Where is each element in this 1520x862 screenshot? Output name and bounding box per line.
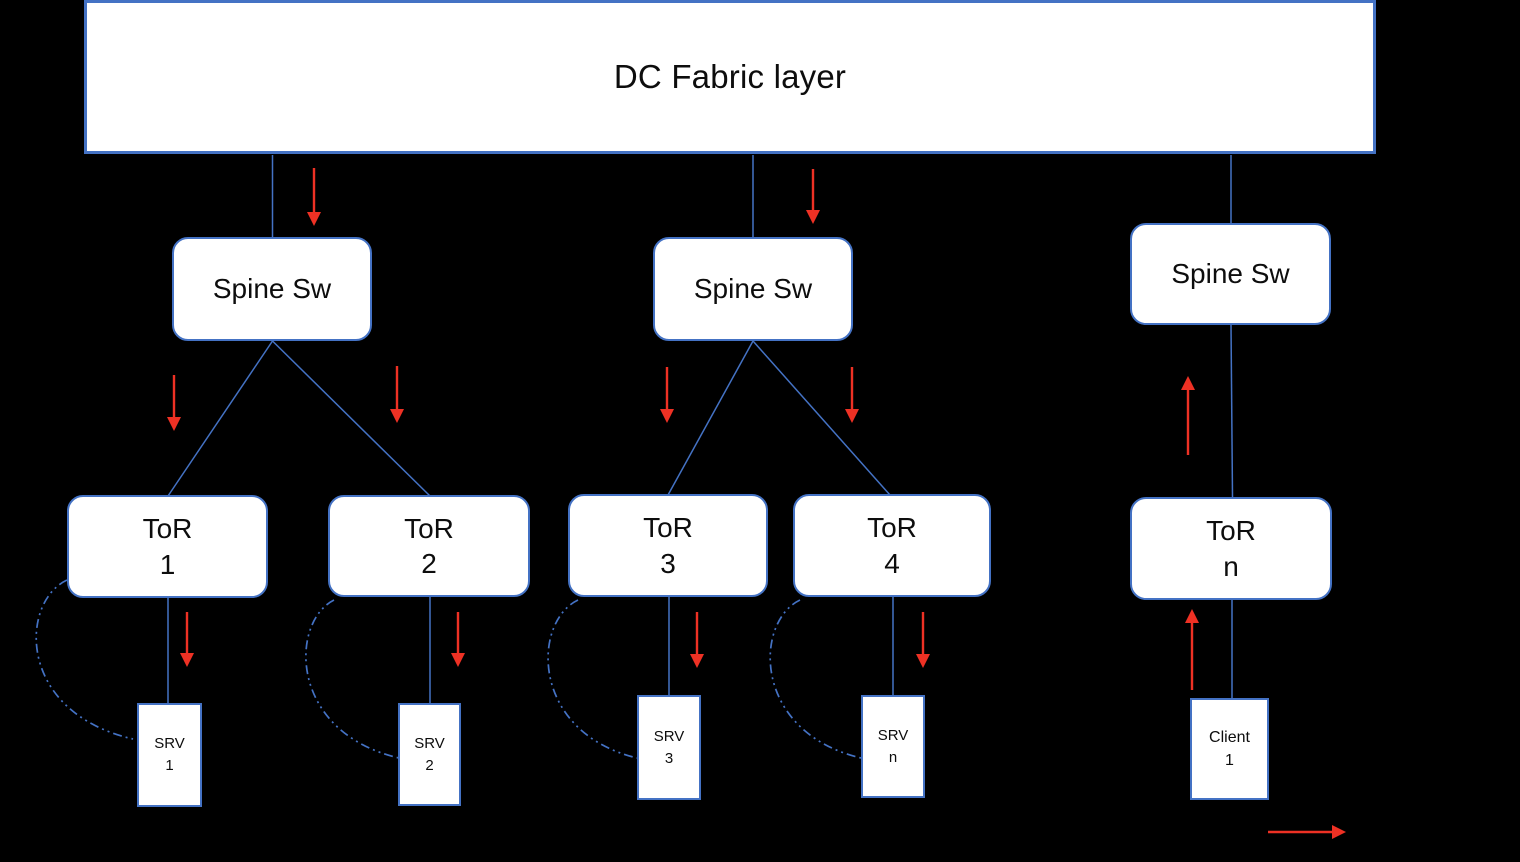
- arrow-head: [390, 409, 404, 423]
- tor-n-box: ToR n: [1130, 497, 1332, 600]
- arrow-head: [180, 653, 194, 667]
- srv-2-box: SRV 2: [398, 703, 461, 806]
- srv-3-box: SRV 3: [637, 695, 701, 800]
- link-spine2-tor4: [752, 340, 891, 496]
- spine-switch-3-label: Spine Sw: [1171, 258, 1290, 289]
- loop-arc-tor4-srvn: [769, 599, 862, 759]
- arrow-head: [307, 212, 321, 226]
- arrow-down-spine1-tor1: [167, 375, 181, 431]
- tor-1-box: ToR 1: [67, 495, 268, 598]
- tor-3-number: 3: [660, 547, 676, 579]
- arrow-down-tor1-srv1: [180, 612, 194, 667]
- loop-arc-tor3-srv3: [547, 599, 638, 759]
- arrow-head: [1181, 376, 1195, 390]
- arrow-head: [451, 653, 465, 667]
- tor-3-label: ToR: [643, 512, 693, 544]
- arrow-up-torn-spine3: [1181, 376, 1195, 455]
- client-1-label: Client: [1209, 728, 1250, 746]
- tor-2-label: ToR: [404, 512, 454, 544]
- tor-n-label: ToR: [1206, 515, 1256, 547]
- arrow-head: [167, 417, 181, 431]
- tor-1-label: ToR: [142, 513, 193, 545]
- arrow-down-spine2-tor4: [845, 367, 859, 423]
- link-spine3-torn: [1230, 324, 1234, 498]
- arrow-down-tor3-srv3: [690, 612, 704, 668]
- tor-4-box: ToR 4: [793, 494, 991, 597]
- spine-switch-2-box: Spine Sw: [653, 237, 853, 341]
- arrow-head: [690, 654, 704, 668]
- arrow-head: [660, 409, 674, 423]
- link-spine2-tor3: [667, 340, 754, 496]
- srv-n-number: n: [888, 748, 898, 766]
- arrow-head: [1185, 609, 1199, 623]
- srv-2-label: SRV: [414, 734, 445, 752]
- tor-n-number: n: [1223, 550, 1239, 582]
- loop-arc-tor2-srv2: [305, 599, 400, 759]
- dc-fabric-layer-box: DC Fabric layer: [84, 0, 1376, 154]
- link-spine1-tor1: [167, 340, 274, 497]
- tor-4-number: 4: [884, 547, 900, 579]
- tor-4-label: ToR: [867, 512, 917, 544]
- spine-switch-1-label: Spine Sw: [212, 273, 332, 304]
- client-1-number: 1: [1225, 752, 1234, 769]
- arrow-head: [1332, 825, 1346, 839]
- tor-3-box: ToR 3: [568, 494, 768, 597]
- dashed-loop-arcs: [35, 579, 862, 759]
- tor-2-number: 2: [421, 548, 437, 579]
- srv-3-number: 3: [664, 749, 674, 767]
- client-1-box: Client 1: [1190, 698, 1269, 800]
- arrow-down-spine1-tor2: [390, 366, 404, 423]
- spine-switch-1-box: Spine Sw: [172, 237, 372, 341]
- arrow-down-spine2-tor3: [660, 367, 674, 423]
- loop-arc-tor1-srv1: [35, 579, 134, 740]
- solid-links: [167, 155, 1234, 703]
- arrow-right-bottom: [1268, 825, 1346, 839]
- srv-2-number: 2: [425, 756, 434, 774]
- srv-3-label: SRV: [653, 727, 685, 745]
- arrow-down-tor2-srv2: [451, 612, 465, 667]
- tor-2-box: ToR 2: [328, 495, 530, 597]
- srv-n-box: SRV n: [861, 695, 925, 798]
- arrow-down-fabric-spine1: [307, 168, 321, 226]
- flow-arrows: [167, 168, 1346, 839]
- arrow-down-tor4-srvn: [916, 612, 930, 668]
- srv-1-box: SRV 1: [137, 703, 202, 807]
- arrow-head: [916, 654, 930, 668]
- srv-n-label: SRV: [877, 726, 909, 744]
- tor-1-number: 1: [159, 548, 176, 580]
- link-spine1-tor2: [271, 340, 431, 497]
- spine-switch-2-label: Spine Sw: [693, 273, 813, 304]
- arrow-down-fabric-spine2: [806, 169, 820, 224]
- srv-1-label: SRV: [154, 735, 185, 753]
- spine-switch-3-box: Spine Sw: [1130, 223, 1331, 325]
- dc-fabric-layer-label: DC Fabric layer: [613, 58, 847, 95]
- arrow-up-client1-torn: [1185, 609, 1199, 690]
- arrow-head: [806, 210, 820, 224]
- arrow-head: [845, 409, 859, 423]
- srv-1-number: 1: [165, 757, 174, 774]
